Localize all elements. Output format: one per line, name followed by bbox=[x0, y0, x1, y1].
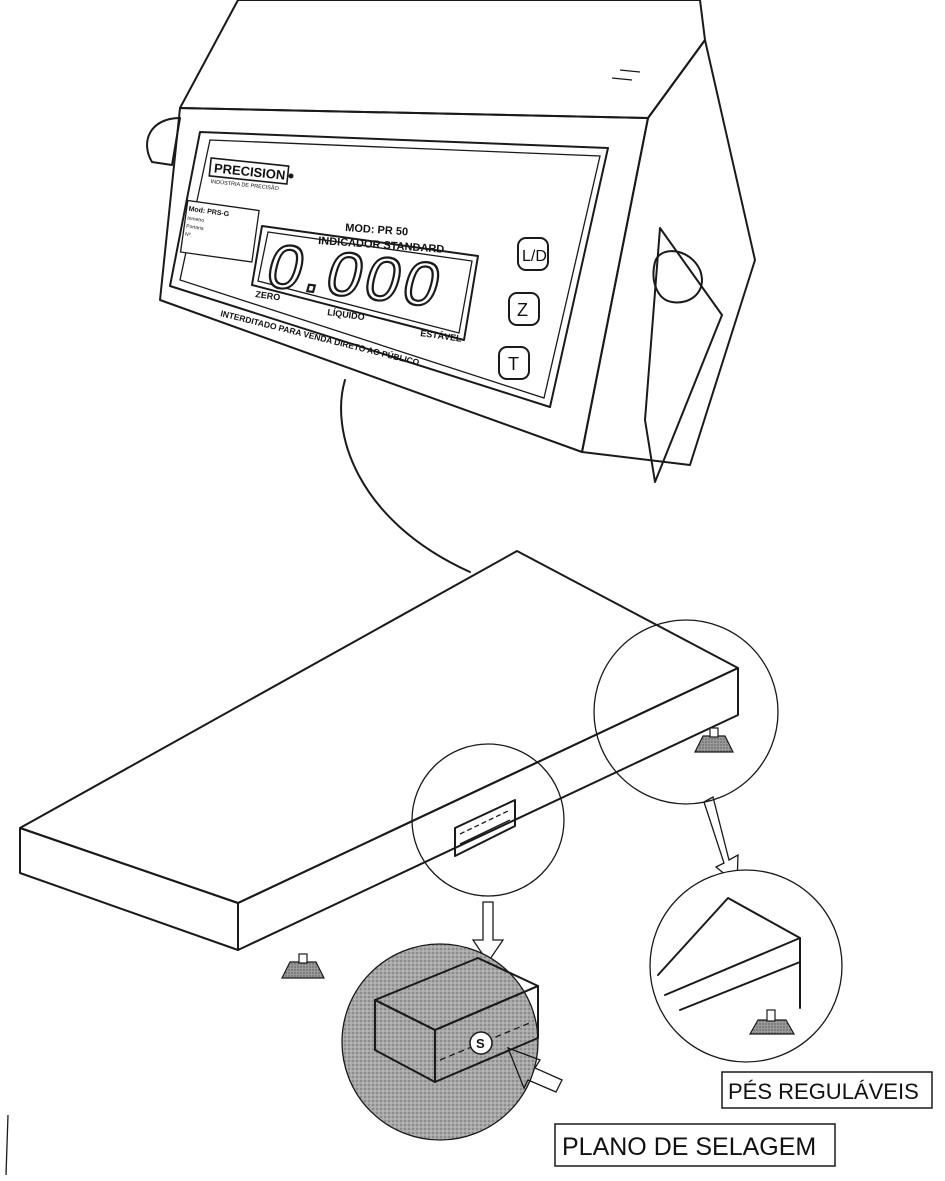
id-plate-line: Portaria bbox=[186, 224, 204, 232]
display-window bbox=[251, 225, 479, 341]
seal-zoom-circle bbox=[411, 743, 565, 897]
seal-slot bbox=[454, 799, 516, 857]
seal-plane-callout-label: PLANO DE SELAGEM bbox=[562, 1133, 816, 1161]
indicator-unit: PRECISION INDÚSTRIA DE PRECISÃO MOD: PR … bbox=[146, 0, 756, 483]
button-z-label: Z bbox=[517, 300, 528, 320]
adjustable-foot bbox=[694, 727, 734, 753]
cable bbox=[340, 379, 471, 573]
seal-mark-label: S bbox=[476, 1036, 485, 1051]
button-t[interactable]: T bbox=[498, 346, 530, 380]
seal-plane-callout: PLANO DE SELAGEM bbox=[554, 1123, 836, 1167]
id-plate: Mod: PRS-G Inmetro Portaria Nº. bbox=[179, 199, 260, 263]
zero-indicator-label: ZERO bbox=[255, 289, 281, 302]
id-plate-line: Nº. bbox=[185, 231, 193, 238]
feet-callout: PÉS REGULÁVEIS bbox=[721, 1071, 933, 1109]
foot-arrow-icon bbox=[703, 796, 739, 886]
adjustable-foot bbox=[281, 953, 325, 979]
button-ld[interactable]: L/D bbox=[517, 237, 549, 271]
brand-logo-text: PRECISION bbox=[213, 160, 286, 182]
seal-pointer-icon bbox=[506, 1046, 563, 1093]
brand-logo: PRECISION INDÚSTRIA DE PRECISÃO bbox=[208, 157, 294, 192]
button-z[interactable]: Z bbox=[508, 292, 540, 326]
feet-callout-label: PÉS REGULÁVEIS bbox=[728, 1079, 919, 1104]
foot-detail bbox=[649, 869, 843, 1063]
button-ld-label: L/D bbox=[522, 248, 547, 265]
seal-arrow-icon bbox=[471, 901, 505, 964]
weighing-platform bbox=[19, 550, 739, 979]
seal-detail: S bbox=[341, 943, 539, 1141]
button-t-label: T bbox=[508, 354, 519, 374]
stable-indicator-label: ESTÁVEL bbox=[420, 328, 463, 344]
foot-zoom-circle bbox=[593, 619, 779, 805]
seal-mark bbox=[469, 1031, 493, 1055]
model-label: MOD: PR 50 bbox=[345, 222, 409, 238]
id-plate-line: Inmetro bbox=[187, 216, 205, 224]
